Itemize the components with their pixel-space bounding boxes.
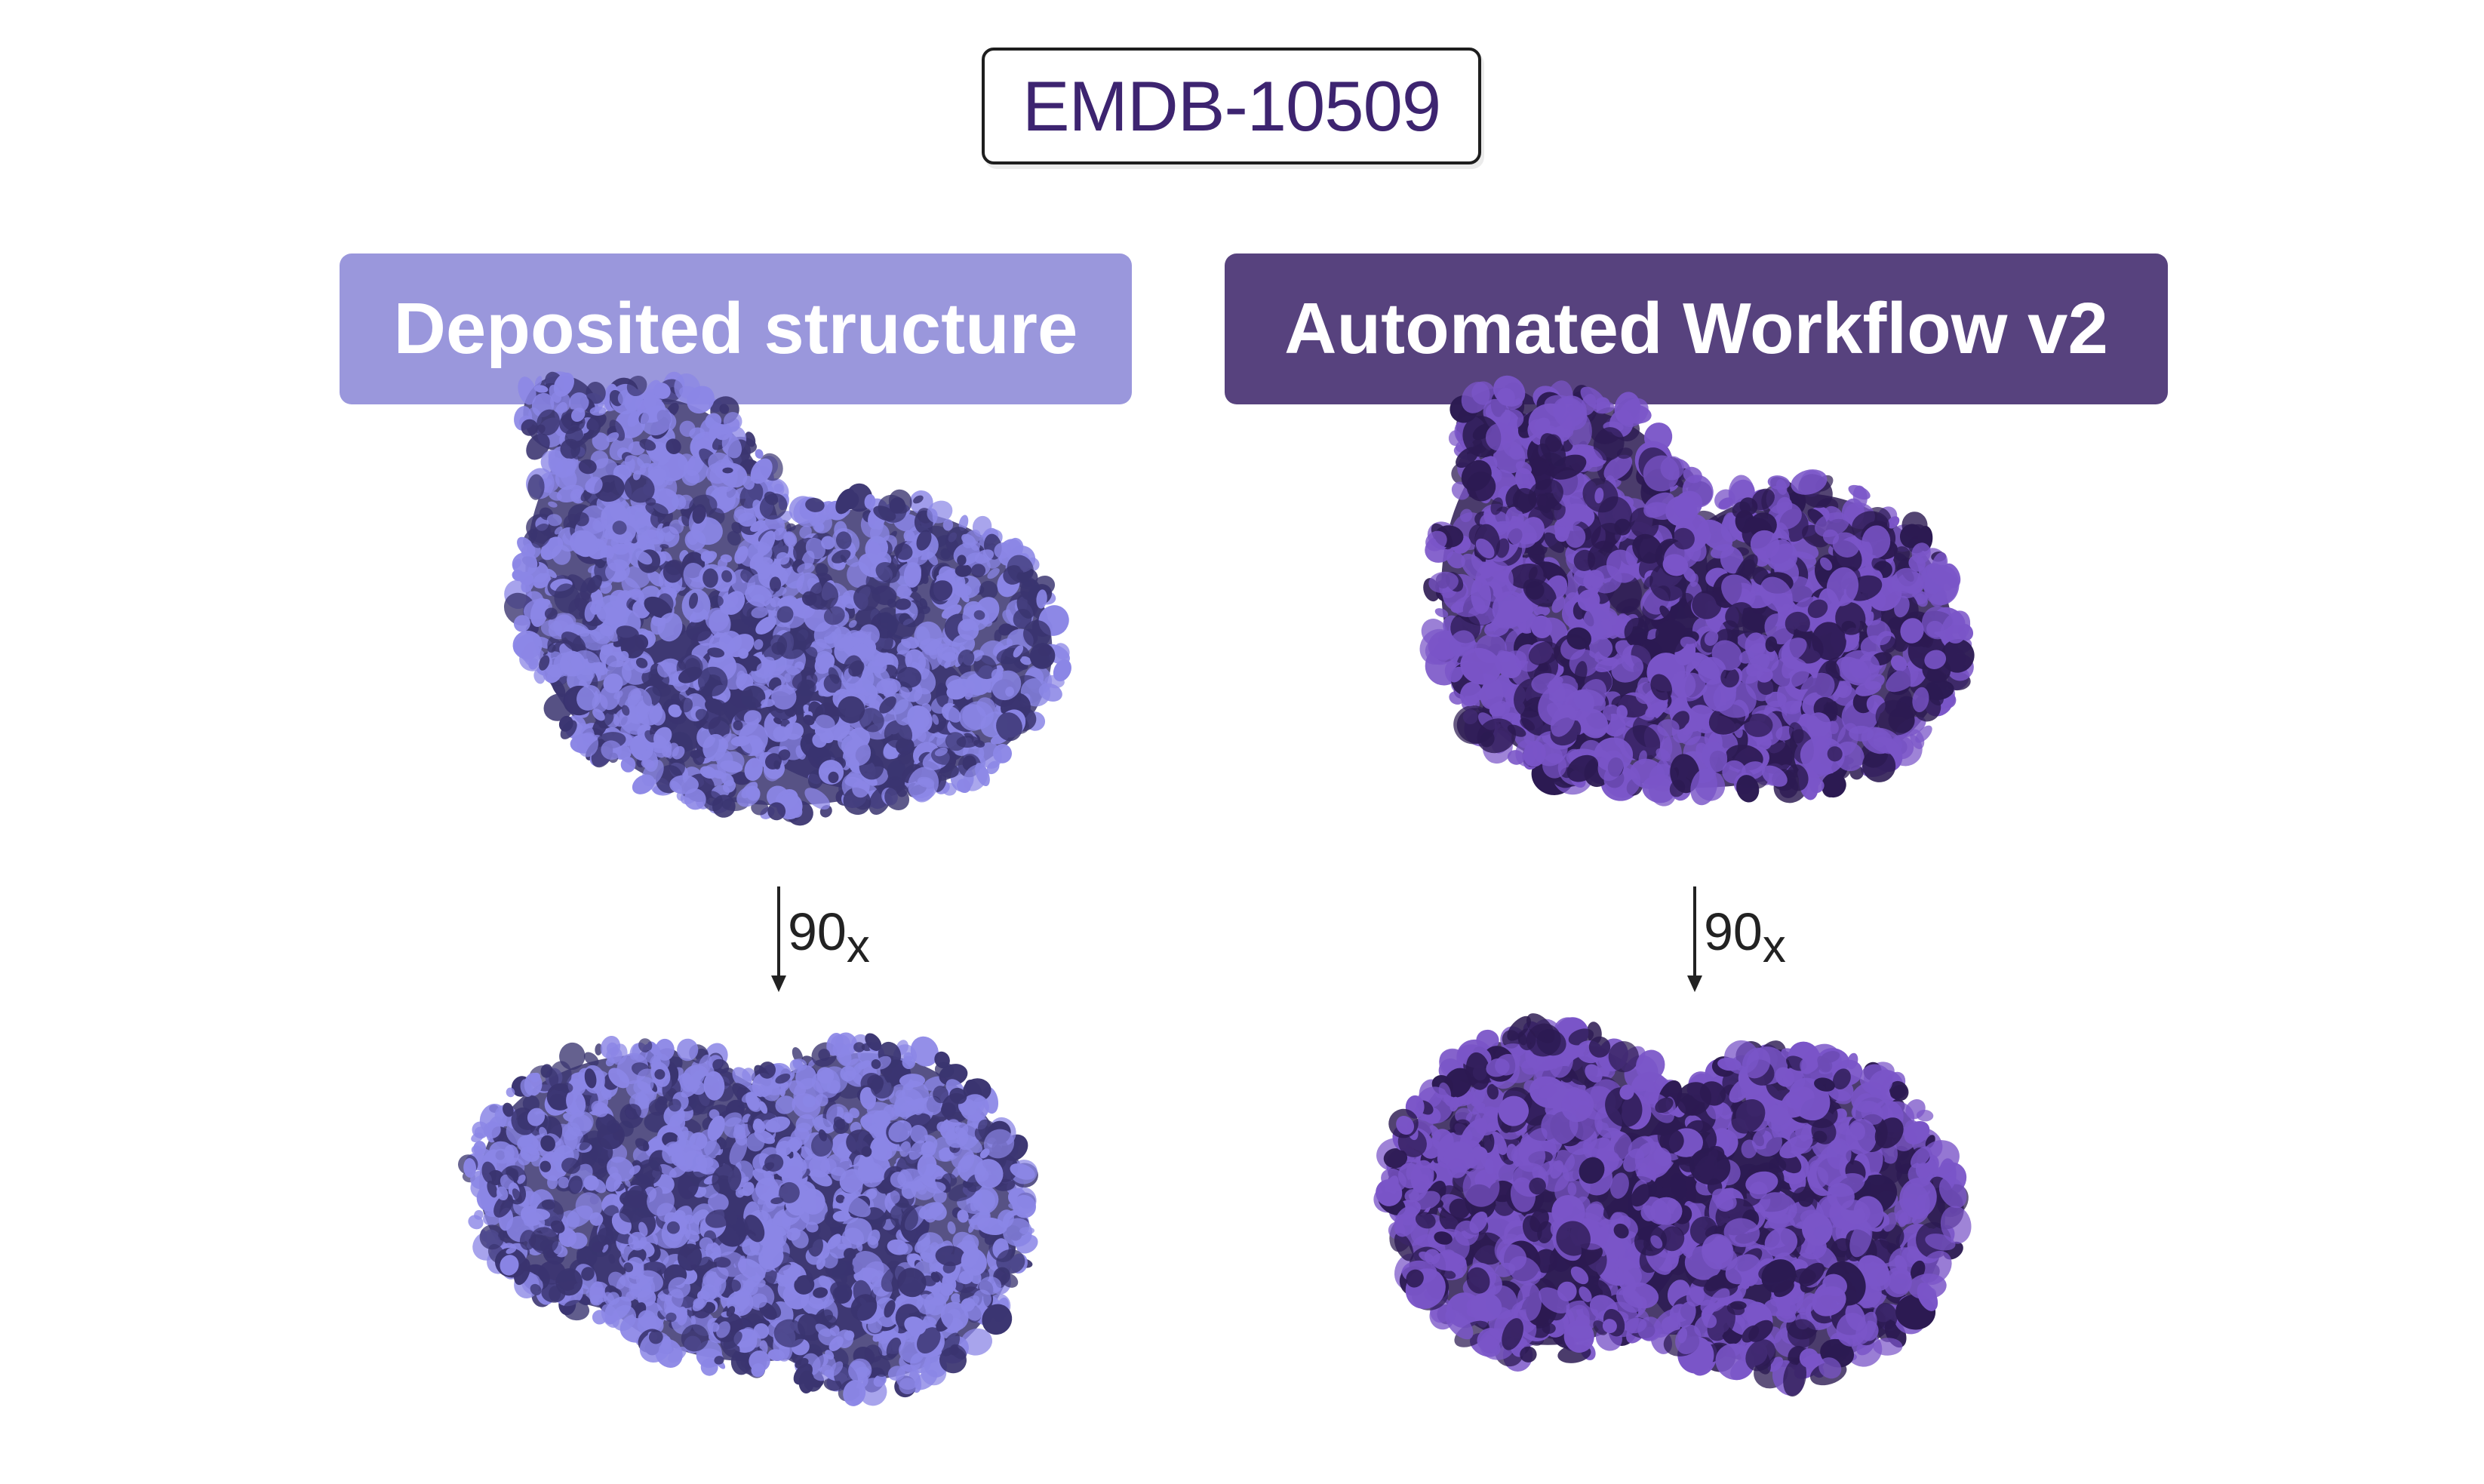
rotation-label: 90x: [788, 902, 870, 972]
workflow-map-rotated-view: [1373, 1013, 1972, 1397]
rotation-angle: 90: [1704, 902, 1763, 961]
rotation-axis: x: [846, 920, 870, 972]
rotation-angle: 90: [788, 902, 847, 961]
automated-workflow-label: Automated Workflow v2: [1225, 253, 2168, 404]
rotation-axis: x: [1762, 920, 1786, 972]
automated-workflow-label-text: Automated Workflow v2: [1284, 288, 2108, 369]
deposited-structure-label: Deposited structure: [340, 253, 1132, 404]
rotation-indicator-left: 90x: [771, 886, 870, 997]
down-arrow-icon: [771, 886, 786, 992]
deposited-map-rotated-view: [457, 1032, 1038, 1406]
deposited-structure-label-text: Deposited structure: [393, 288, 1078, 369]
down-arrow-icon: [1687, 886, 1702, 992]
rotation-indicator-right: 90x: [1687, 886, 1786, 997]
entry-id-box: EMDB-10509: [982, 48, 1481, 164]
rotation-label: 90x: [1704, 902, 1786, 972]
deposited-map-front-view: [503, 371, 1071, 826]
workflow-map-front-view: [1419, 375, 1975, 807]
entry-id-label: EMDB-10509: [1022, 66, 1441, 146]
